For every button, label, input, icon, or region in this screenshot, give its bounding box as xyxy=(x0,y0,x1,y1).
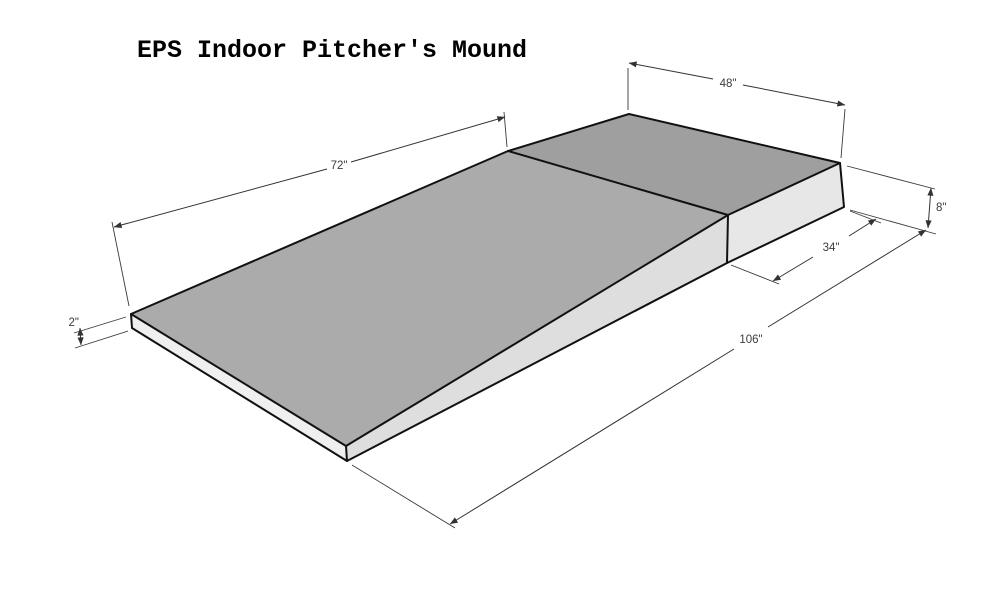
dimension-8: 8" xyxy=(846,165,946,229)
dim-72-label: 72" xyxy=(331,160,348,172)
platform-front-face xyxy=(727,163,844,263)
page-title: EPS Indoor Pitcher's Mound xyxy=(137,36,528,65)
slope-top-face xyxy=(131,151,728,446)
dim-8-label: 8" xyxy=(936,202,946,214)
platform-top-face xyxy=(508,114,840,215)
dimension-2: 2" xyxy=(69,316,129,349)
slope-front-face xyxy=(346,215,728,461)
dim-2-label: 2" xyxy=(69,317,79,329)
dimension-48: 48" xyxy=(627,61,846,159)
mound-outline-edge xyxy=(130,113,845,462)
dimension-34: 34" xyxy=(730,210,882,285)
dim-106-label: 106" xyxy=(739,334,762,346)
dim-48-label: 48" xyxy=(720,78,737,90)
dim-34-label: 34" xyxy=(823,242,840,254)
ridge-edge xyxy=(507,150,729,216)
dimension-106: 106" xyxy=(351,209,937,529)
piece-seam-edge xyxy=(726,214,729,264)
dimension-72: 72" xyxy=(111,111,508,307)
left-end-face xyxy=(131,314,347,461)
mound-solid xyxy=(130,113,845,462)
